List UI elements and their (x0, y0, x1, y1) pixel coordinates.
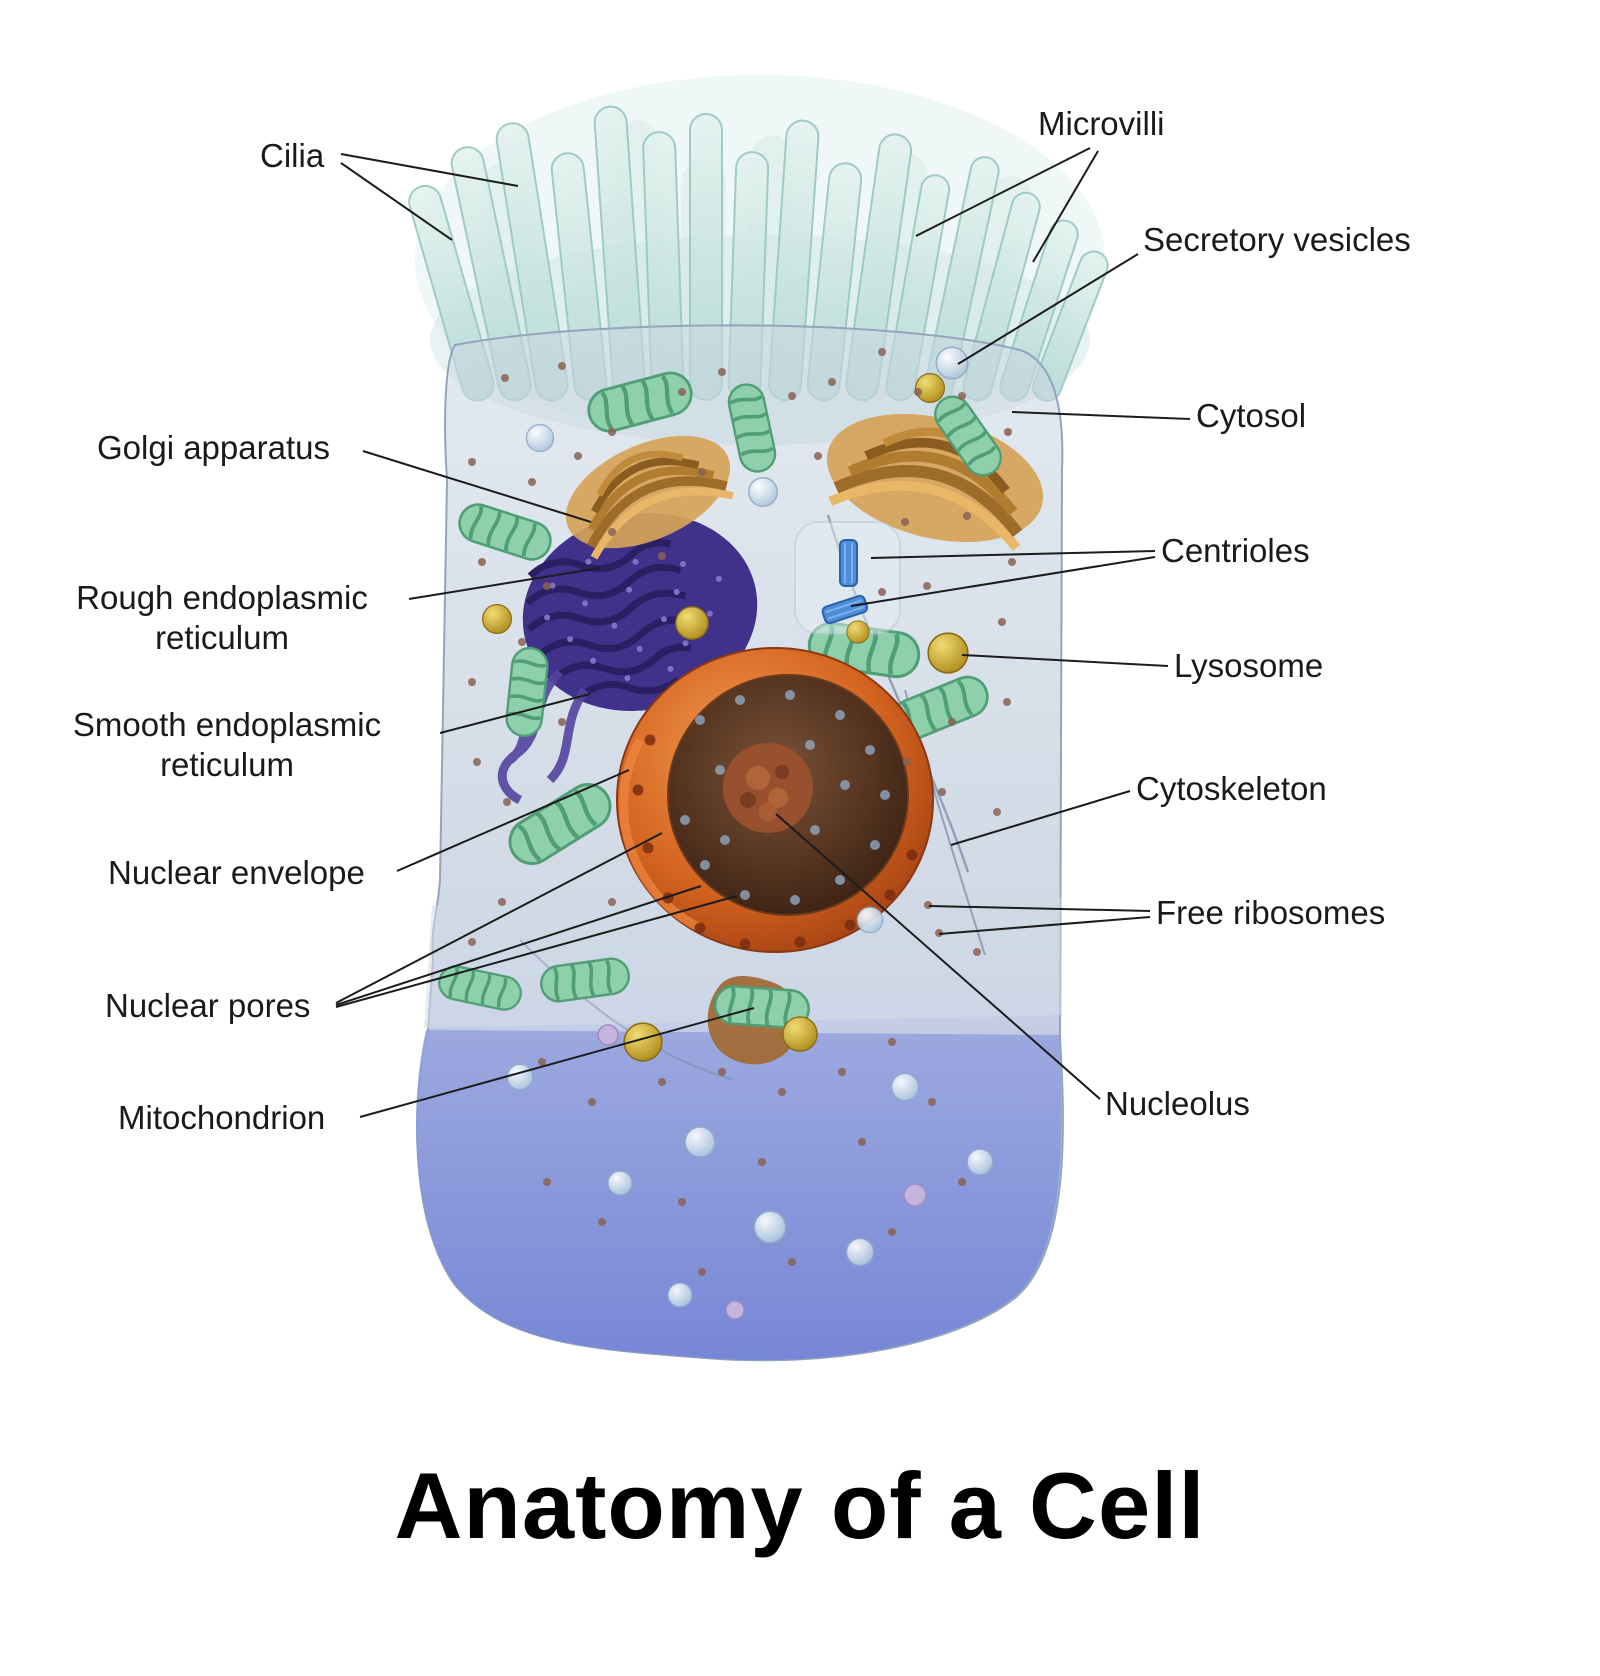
label-golgi-apparatus: Golgi apparatus (97, 429, 330, 466)
rough-er (522, 513, 758, 711)
label-cytosol: Cytosol (1196, 397, 1307, 434)
label-mitochondrion: Mitochondrion (118, 1099, 326, 1136)
label-nuclear-pores: Nuclear pores (105, 987, 311, 1024)
nuclear-pores-dots (632, 734, 918, 950)
diagram-title: Anatomy of a Cell (394, 1453, 1206, 1558)
label-nuclear-envelope: Nuclear envelope (108, 854, 365, 891)
nucleolus-shape (723, 743, 813, 833)
label-smooth-er: Smooth endoplasmic reticulum (72, 706, 382, 784)
label-free-ribosomes: Free ribosomes (1156, 894, 1386, 931)
ribosome-dots (468, 348, 1016, 1276)
label-lysosome: Lysosome (1174, 647, 1324, 684)
label-microvilli: Microvilli (1038, 105, 1165, 142)
vesicle-group (506, 346, 994, 1320)
label-centrioles: Centrioles (1161, 532, 1310, 569)
label-nucleolus: Nucleolus (1105, 1085, 1250, 1122)
label-secretory-vesicles: Secretory vesicles (1143, 221, 1411, 258)
leader-lines (335, 147, 1191, 1118)
label-rough-er: Rough endoplasmic reticulum (76, 579, 368, 657)
label-cytoskeleton: Cytoskeleton (1136, 770, 1327, 807)
centrioles-group (794, 521, 901, 644)
nucleus (616, 647, 934, 953)
label-cilia: Cilia (260, 137, 325, 174)
